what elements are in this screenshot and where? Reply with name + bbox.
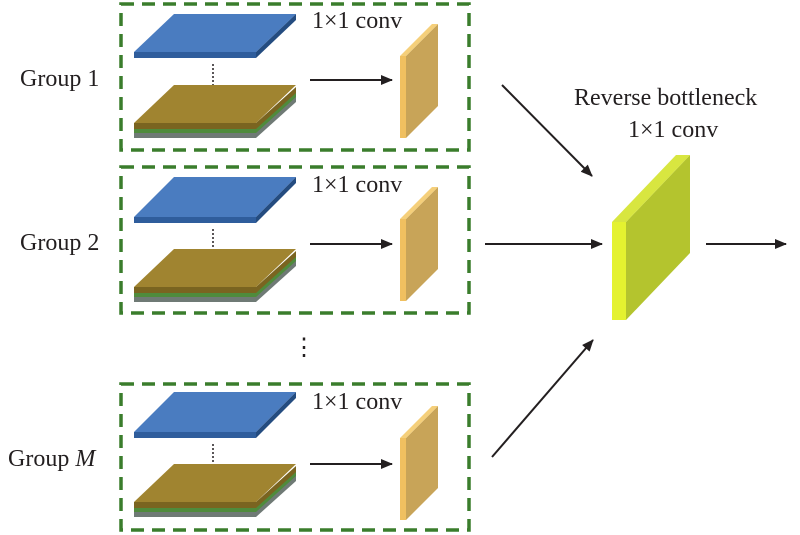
group-2-top-plate — [134, 177, 296, 223]
group-1-top-plate — [134, 14, 296, 58]
group-2-conv-label: 1×1 conv — [312, 172, 402, 198]
group-m-top-plate — [134, 392, 296, 438]
bottleneck-title-line1: Reverse bottleneck — [574, 85, 757, 111]
group-1-conv-label: 1×1 conv — [312, 8, 402, 34]
group-m-label-italic: M — [74, 446, 97, 472]
group-m-border — [119, 382, 471, 532]
group-1: 1×1 conv Group 1 — [20, 2, 471, 152]
group-m-label-prefix: Group — [8, 446, 75, 472]
group-2-border — [119, 165, 471, 315]
group-1-feature-map — [400, 24, 438, 138]
arrow-group-m-to-bottleneck — [491, 339, 594, 458]
group-m-feature-map — [400, 406, 438, 520]
group-2: 1×1 conv Group 2 — [20, 165, 471, 315]
arrow-group-1-to-bottleneck — [501, 84, 593, 177]
group-1-label: Group 1 — [20, 66, 99, 92]
group-2-feature-map — [400, 187, 438, 301]
group-1-border — [119, 2, 471, 152]
group-2-label: Group 2 — [20, 230, 99, 256]
group-m-bottom-stack — [134, 464, 296, 517]
group-1-bottom-stack — [134, 85, 296, 138]
group-2-bottom-stack — [134, 249, 296, 302]
bottleneck-block — [612, 155, 690, 320]
group-m-conv-label: 1×1 conv — [312, 389, 402, 415]
group-m: 1×1 conv Group M — [8, 382, 471, 532]
bottleneck-title-line2: 1×1 conv — [628, 117, 718, 143]
group-m-label: Group M — [8, 446, 97, 472]
vertical-ellipsis: ⋮ — [292, 335, 316, 361]
